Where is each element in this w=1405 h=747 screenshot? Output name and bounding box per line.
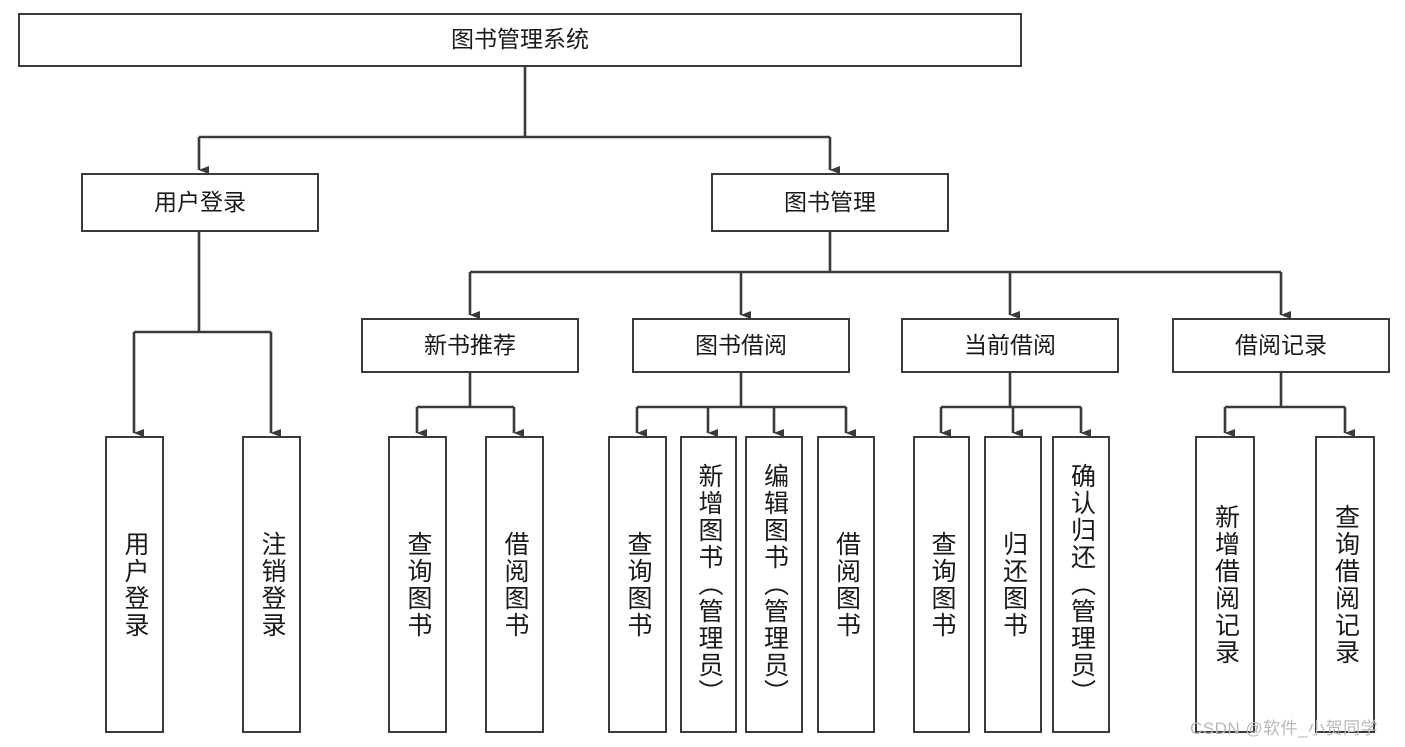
node-leaf-edit-book-label: 编辑图书（管理员） (760, 463, 789, 706)
node-leaf-borrow-book-1-inner: 借阅图书 (487, 438, 542, 731)
node-leaf-return-book-inner: 归还图书 (986, 438, 1040, 731)
node-leaf-query-book-3-label: 查询图书 (928, 530, 956, 639)
node-leaf-confirm-return-label: 确认归还（管理员） (1067, 463, 1096, 706)
node-leaf-user-login-inner: 用户登录 (107, 438, 162, 731)
node-leaf-edit-book-inner: 编辑图书（管理员） (747, 438, 801, 731)
node-leaf-query-book-1-inner: 查询图书 (390, 438, 445, 731)
node-leaf-query-record-label: 查询借阅记录 (1331, 503, 1360, 666)
node-leaf-query-book-2-label: 查询图书 (624, 530, 652, 639)
node-leaf-borrow-book-1-label: 借阅图书 (501, 530, 529, 639)
node-book-manage-label: 图书管理 (784, 188, 876, 215)
connectors-borrow-record (1223, 373, 1356, 438)
node-leaf-borrow-book-2[interactable]: 借阅图书 (817, 436, 875, 733)
node-leaf-query-book-1[interactable]: 查询图书 (388, 436, 447, 733)
node-leaf-return-book-label: 归还图书 (999, 530, 1028, 639)
node-book-borrow-label: 图书借阅 (695, 331, 787, 358)
node-leaf-query-book-2-inner: 查询图书 (610, 438, 665, 731)
node-leaf-user-logout[interactable]: 注销登录 (242, 436, 301, 733)
node-leaf-query-record-inner: 查询借阅记录 (1317, 438, 1373, 731)
node-borrow-record-label: 借阅记录 (1235, 331, 1327, 358)
connectors-root (197, 67, 841, 175)
node-leaf-confirm-return[interactable]: 确认归还（管理员） (1052, 436, 1110, 733)
node-leaf-add-book-label: 新增图书（管理员） (695, 463, 723, 706)
node-leaf-query-book-3[interactable]: 查询图书 (913, 436, 970, 733)
node-new-book-recommend-label: 新书推荐 (424, 331, 516, 358)
connectors-book-manage (468, 232, 1292, 320)
connectors-new-book-recommend (415, 373, 525, 438)
connectors-current-borrow (939, 373, 1092, 438)
node-leaf-query-book-2[interactable]: 查询图书 (608, 436, 667, 733)
node-root-label: 图书管理系统 (451, 26, 589, 53)
node-new-book-recommend[interactable]: 新书推荐 (361, 318, 579, 373)
node-user-login-label: 用户登录 (154, 188, 246, 215)
node-leaf-query-record[interactable]: 查询借阅记录 (1315, 436, 1375, 733)
node-leaf-user-login-label: 用户登录 (121, 530, 149, 639)
node-leaf-query-book-1-label: 查询图书 (404, 530, 432, 639)
node-leaf-borrow-book-1[interactable]: 借阅图书 (485, 436, 544, 733)
node-leaf-user-logout-inner: 注销登录 (244, 438, 299, 731)
node-book-borrow[interactable]: 图书借阅 (632, 318, 850, 373)
node-leaf-add-book[interactable]: 新增图书（管理员） (680, 436, 737, 733)
node-borrow-record[interactable]: 借阅记录 (1172, 318, 1390, 373)
node-leaf-return-book[interactable]: 归还图书 (984, 436, 1042, 733)
node-leaf-edit-book[interactable]: 编辑图书（管理员） (745, 436, 803, 733)
node-book-manage[interactable]: 图书管理 (711, 173, 949, 232)
node-leaf-user-logout-label: 注销登录 (258, 530, 286, 639)
node-user-login[interactable]: 用户登录 (81, 173, 319, 232)
connectors-user-login (132, 232, 282, 438)
node-current-borrow[interactable]: 当前借阅 (901, 318, 1119, 373)
node-leaf-add-record-inner: 新增借阅记录 (1197, 438, 1253, 731)
connectors-book-borrow (635, 373, 857, 438)
node-leaf-add-book-inner: 新增图书（管理员） (682, 438, 735, 731)
node-leaf-add-record[interactable]: 新增借阅记录 (1195, 436, 1255, 733)
node-leaf-borrow-book-2-label: 借阅图书 (832, 530, 861, 639)
node-leaf-add-record-label: 新增借阅记录 (1211, 503, 1240, 666)
node-current-borrow-label: 当前借阅 (964, 331, 1056, 358)
node-root[interactable]: 图书管理系统 (18, 13, 1022, 67)
node-leaf-user-login[interactable]: 用户登录 (105, 436, 164, 733)
node-leaf-borrow-book-2-inner: 借阅图书 (819, 438, 873, 731)
node-leaf-confirm-return-inner: 确认归还（管理员） (1054, 438, 1108, 731)
node-leaf-query-book-3-inner: 查询图书 (915, 438, 968, 731)
